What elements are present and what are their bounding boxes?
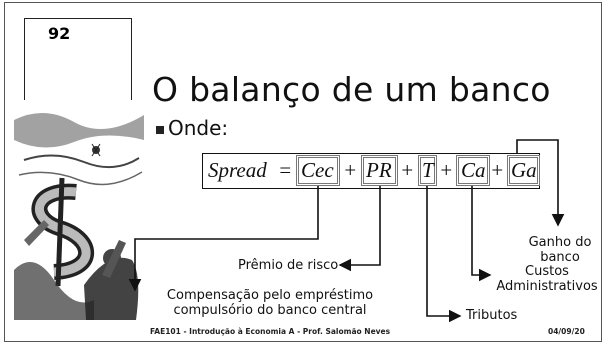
formula-plus: + (343, 158, 358, 182)
formula-equals: = (278, 158, 293, 182)
label-ganho: Ganho do banco (528, 235, 592, 265)
footer-course: FAE101 - Introdução à Economia A - Prof.… (150, 327, 391, 336)
formula-lhs: Spread (208, 158, 267, 182)
bullet-text: Onde: (168, 116, 229, 140)
arrow-ganho (516, 139, 565, 227)
formula-term-t: T (422, 158, 434, 182)
formula-plus: + (490, 158, 505, 182)
slide-number: 92 (48, 24, 71, 43)
arrow-tributos (426, 186, 462, 323)
bullet-marker (156, 126, 164, 134)
label-custos: Custos Administrativos (496, 264, 598, 294)
slide-border (4, 2, 602, 342)
formula-plus: + (400, 158, 415, 182)
arrow-custos (471, 186, 492, 282)
label-tributos: Tributos (466, 308, 518, 323)
term-box-t (418, 155, 437, 186)
term-box-ga (507, 155, 540, 186)
term-box-cec (296, 155, 340, 186)
formula-term-cec: Cec (301, 158, 334, 182)
footer-date: 04/09/20 (548, 327, 585, 336)
slide-title: O balanço de um banco (152, 70, 551, 109)
label-compensacao-1: Compensação pelo empréstimo (166, 288, 374, 303)
label-premio: Prêmio de risco (238, 258, 339, 273)
formula-term-ca: Ca (461, 158, 486, 182)
formula-term-ga: Ga (511, 158, 537, 182)
term-box-ca (456, 155, 490, 186)
label-compensacao-2: compulsório do banco central (173, 303, 367, 318)
formula-plus: + (439, 158, 454, 182)
arrow-compensacao (128, 186, 319, 292)
term-box-pr (361, 155, 398, 186)
arrow-premio (338, 186, 381, 272)
formula-term-pr: PR (366, 158, 392, 182)
dollar-illustration (14, 100, 144, 320)
